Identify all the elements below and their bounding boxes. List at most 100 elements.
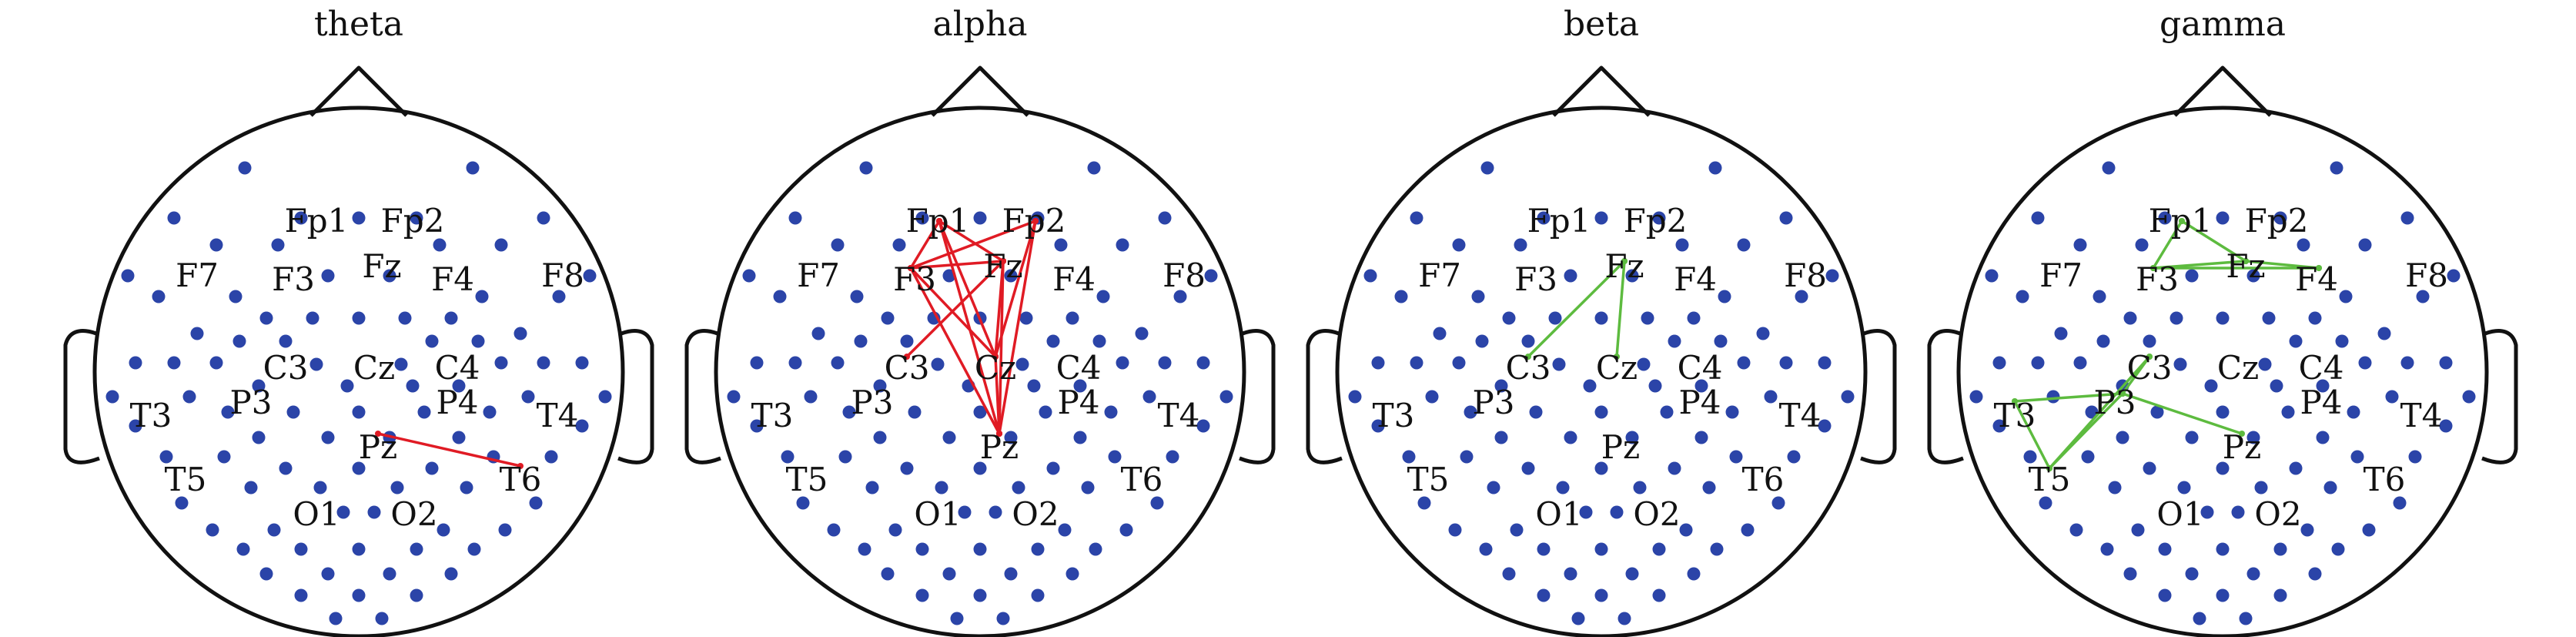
electrode-dot [1004, 567, 1018, 581]
electrode-dot [352, 542, 366, 556]
electrode-dot [865, 481, 879, 495]
electrode-dot [460, 481, 473, 495]
electrode-dot [1116, 356, 1129, 370]
electrode-dot [2377, 327, 2391, 340]
electrode-dot [742, 269, 756, 283]
electrode-dot [781, 450, 795, 464]
electrode-dot [209, 356, 223, 370]
electrode-dot [452, 431, 466, 444]
electrode-dot [394, 357, 408, 371]
electrode-label-t6: T6 [500, 461, 542, 498]
electrode-dot [1625, 431, 1639, 444]
connection-T3-T5 [2013, 400, 2051, 470]
electrode-dot [2297, 238, 2310, 252]
electrode-dot [390, 481, 404, 495]
nose-outline-alpha [931, 65, 1029, 117]
electrode-dot [2335, 334, 2349, 348]
electrode-dot [2439, 419, 2453, 433]
electrode-dot [1012, 481, 1025, 495]
electrode-dot [1046, 461, 1060, 475]
connection-F3-Cz [909, 267, 997, 358]
electrode-dot [1363, 269, 1377, 283]
electrode-dot [452, 379, 466, 393]
electrode-dot [2173, 357, 2187, 371]
electrode-dot [2358, 238, 2372, 252]
electrode-dot [942, 431, 956, 444]
electrode-dot [1433, 327, 1447, 340]
electrode-dot [2016, 290, 2029, 303]
electrode-label-f8: F8 [1163, 256, 1206, 294]
electrode-label-t3: T3 [751, 397, 794, 434]
electrode-dot [873, 379, 887, 393]
electrode-dot [1219, 390, 1233, 404]
electrode-label-t5: T5 [1407, 461, 1450, 498]
electrode-dot [1625, 567, 1639, 581]
electrode-dot [2123, 567, 2137, 581]
electrode-dot [259, 311, 273, 325]
electrode-dot [467, 542, 481, 556]
electrode-dot [494, 238, 508, 252]
electrode-dot [2185, 567, 2199, 581]
electrode-label-p4: P4 [2300, 384, 2343, 421]
electrode-dot [498, 523, 512, 537]
electrode-dot [1031, 588, 1045, 602]
electrode-dot [1119, 523, 1133, 537]
electrode-dot [294, 588, 308, 602]
electrode-dot [236, 542, 250, 556]
electrode-dot [1066, 311, 1079, 325]
electrode-dot [2108, 481, 2122, 495]
electrode-dots-alpha [727, 161, 1233, 625]
electrode-dot [2347, 405, 2360, 419]
electrode-dot [915, 211, 929, 225]
electrode-dot [182, 390, 196, 404]
electrode-dot [888, 523, 902, 537]
electrode-dot [221, 405, 235, 419]
electrode-dot [973, 211, 987, 225]
electrode-dot [233, 334, 246, 348]
electrode-dot [2246, 567, 2260, 581]
electrode-dot [2246, 269, 2260, 283]
electrode-dot [1687, 311, 1701, 325]
electrode-dot [973, 405, 987, 419]
electrode-label-t5: T5 [2029, 461, 2071, 498]
electrode-dot [850, 290, 864, 303]
electrode-dot [1737, 238, 1751, 252]
electrode-dot [410, 588, 423, 602]
electrode-dot [2362, 523, 2376, 537]
electrode-label-p4: P4 [437, 384, 479, 421]
electrode-dot [1081, 481, 1095, 495]
electrode-dot [1031, 542, 1045, 556]
electrode-dot [321, 269, 335, 283]
electrode-dot [942, 567, 956, 581]
electrode-dot [1841, 390, 1855, 404]
electrode-label-t5: T5 [165, 461, 207, 498]
electrode-label-o1: O1 [2156, 495, 2203, 533]
electrode-dot [159, 450, 173, 464]
electrode-dot [1725, 405, 1739, 419]
electrode-dot [2158, 542, 2172, 556]
electrode-dot [1502, 567, 1516, 581]
electrode-dot [2231, 505, 2245, 519]
electrode-dot [1992, 419, 2006, 433]
connection-Cz-Pz [994, 355, 1001, 435]
electrode-dot [1594, 588, 1608, 602]
electrode-dot [1348, 390, 1362, 404]
electrode-dot [1502, 311, 1516, 325]
electrode-dot [1737, 356, 1751, 370]
electrode-dot [425, 334, 439, 348]
electrode-dot [881, 567, 895, 581]
electrode-dot [1452, 238, 1466, 252]
electrode-label-fz: Fz [362, 247, 401, 285]
connection-node [2146, 354, 2153, 360]
electrode-dot [2216, 542, 2230, 556]
electrode-dot [1625, 269, 1639, 283]
electrode-dot [383, 567, 396, 581]
head-outline-alpha [714, 106, 1246, 637]
electrode-dot [352, 311, 366, 325]
electrode-dot [858, 542, 871, 556]
electrode-dot [352, 211, 366, 225]
electrode-dot [2135, 238, 2149, 252]
electrode-label-cz: Cz [353, 349, 395, 387]
connections-theta [375, 431, 524, 469]
